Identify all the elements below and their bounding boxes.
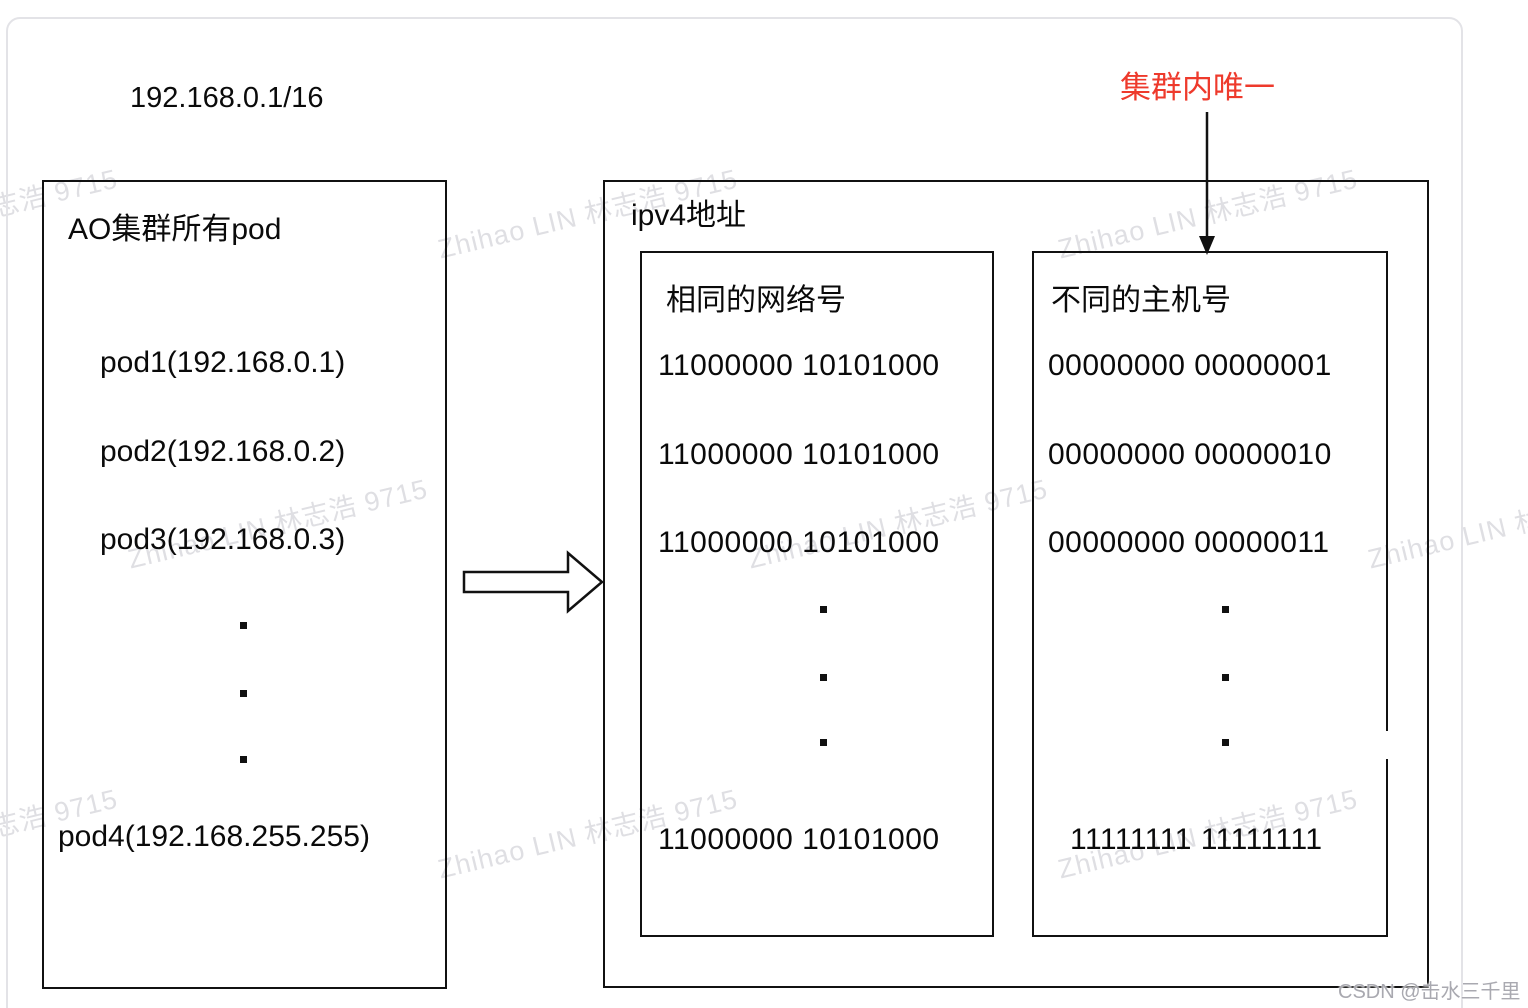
pods-box: AO集群所有pod pod1(192.168.0.1) pod2(192.168… [42,180,447,989]
binary-row: 00000000 00000010 [1048,438,1332,471]
right-block-arrow [462,550,604,614]
down-arrow [1199,112,1215,255]
cluster-unique-label: 集群内唯一 [1120,70,1275,105]
page-card-border [6,17,1463,1008]
ellipsis-dot [240,690,247,697]
ipv4-box-title: ipv4地址 [631,199,747,232]
ellipsis-dot [820,674,827,681]
ellipsis-dot [240,756,247,763]
binary-row: 00000000 00000011 [1048,526,1330,559]
binary-row: 11000000 10101000 [658,349,940,382]
binary-row: 11000000 10101000 [658,438,940,471]
pod-item: pod4(192.168.255.255) [58,820,370,853]
binary-row: 11000000 10101000 [658,526,940,559]
network-number-header: 相同的网络号 [666,284,846,317]
ipv4-box: ipv4地址 相同的网络号 11000000 10101000 11000000… [603,180,1429,988]
ellipsis-dot [1222,739,1229,746]
pod-item: pod1(192.168.0.1) [100,346,346,379]
binary-row: 00000000 00000001 [1048,349,1332,382]
network-number-box: 相同的网络号 11000000 10101000 11000000 101010… [640,251,994,937]
pods-box-title: AO集群所有pod [68,213,282,246]
binary-row: 11000000 10101000 [658,823,940,856]
ellipsis-dot [240,622,247,629]
ellipsis-dot [820,739,827,746]
border-gap-artifact [1378,731,1390,759]
ellipsis-dot [1222,674,1229,681]
pod-item: pod2(192.168.0.2) [100,435,346,468]
binary-row: 11111111 11111111 [1070,823,1323,856]
cidr-label: 192.168.0.1/16 [130,82,324,114]
host-number-header: 不同的主机号 [1051,284,1231,317]
host-number-box: 不同的主机号 00000000 00000001 00000000 000000… [1032,251,1390,937]
ellipsis-dot [1222,606,1229,613]
pod-item: pod3(192.168.0.3) [100,523,346,556]
ellipsis-dot [820,606,827,613]
csdn-credit: CSDN @击水三千里 [1338,981,1521,1003]
